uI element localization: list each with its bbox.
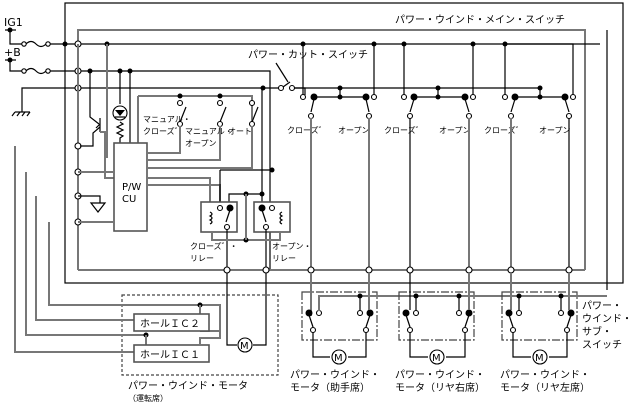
contact-label-close-2: クローズ゛: [384, 125, 424, 135]
auto-label: オート: [228, 127, 252, 136]
manual-open-label-1: マニュアル・: [185, 127, 233, 136]
motor-symbol: M: [432, 353, 441, 364]
open-relay: [253, 201, 291, 233]
main-switch-drops: [307, 30, 608, 290]
motor-symbol: M: [240, 341, 249, 352]
close-relay-label-2: リレー: [190, 254, 214, 263]
contact-label-open-1: オープン: [338, 126, 370, 135]
ig1-label: IG1: [4, 16, 23, 29]
transistor-icon: [80, 71, 115, 179]
motor-icon: [237, 337, 253, 353]
sub-switch-label-3: サブ・: [582, 325, 612, 338]
relay-coil-icon: [279, 211, 284, 225]
sub-switch-rear-left: M: [501, 273, 578, 365]
driver-motor-assembly: ホールＩＣ２ ホールＩＣ１ M: [14, 146, 279, 376]
driver-motor-label-1: パワー・ウインド・モータ: [128, 380, 248, 392]
ground-line: [11, 84, 282, 117]
main-switch-contacts: [299, 41, 577, 120]
manual-open-label-2: オープン: [185, 139, 217, 148]
hall-ic1-box: [133, 344, 210, 363]
open-relay-label-1: オープン・: [272, 242, 312, 251]
motor-icon: [532, 349, 548, 365]
sub-switch-label-4: スイッチ: [582, 339, 622, 351]
sub-switch-rear-right: M: [398, 273, 475, 365]
plus-b-label: +B: [4, 46, 21, 59]
sub-switch-passenger: M: [301, 273, 607, 365]
motor-passenger-label-1: パワー・ウインド・: [290, 369, 380, 381]
sub-switch-label-1: パワー・: [582, 300, 622, 312]
motor-rear-right-label-1: パワー・ウインド・: [395, 369, 485, 381]
motor-symbol: M: [334, 353, 343, 364]
driver-motor-label-2: （運転席）: [128, 393, 168, 403]
power-cut-switch: [275, 62, 306, 95]
close-relay-label-1: クローズ゛・: [190, 241, 238, 251]
auto-switch: [148, 99, 259, 169]
ground-triangle-icon: [89, 202, 107, 213]
main-switch-frame: [77, 29, 586, 270]
pwcu-box: [113, 142, 148, 232]
motor-rear-left-label-1: パワー・ウインド・: [500, 369, 590, 381]
motor-symbol: M: [535, 353, 544, 364]
motor-rear-left-label-2: モータ（リヤ左席）: [500, 381, 590, 394]
manual-open-switch: [148, 93, 227, 161]
fuse-icon: [25, 67, 47, 75]
hall-ic1-label: ホールＩＣ１: [140, 349, 200, 361]
motor-icon: [331, 349, 347, 365]
hall-ic2-box: [133, 313, 210, 332]
hall-ic2-label: ホールＩＣ２: [140, 318, 200, 330]
contact-label-open-3: オープン: [539, 126, 571, 135]
open-relay-label-2: リレー: [272, 254, 296, 263]
contact-label-close-3: クローズ゛: [484, 125, 524, 135]
pwcu-label-1: P/W: [122, 182, 141, 193]
motor-passenger-label-2: モータ（助手席）: [290, 381, 370, 394]
manual-close-switch: [148, 93, 187, 154]
pwcu-label-2: CU: [122, 194, 136, 205]
contact-label-open-2: オープン: [439, 126, 471, 135]
cut-switch-label: パワー・カット・スイッチ: [248, 49, 368, 61]
manual-close-label-1: マニュアル・: [143, 115, 191, 124]
motor-rear-right-label-2: モータ（リヤ右席）: [395, 381, 485, 394]
led-icon: [112, 71, 128, 145]
contact-label-close-1: クローズ゛: [287, 125, 327, 135]
outer-frame-wire: [64, 2, 624, 284]
manual-close-label-2: クローズ゛: [143, 126, 183, 136]
motor-icon: [429, 349, 445, 365]
relay-coil-icon: [208, 211, 213, 225]
main-switch-label: パワー・ウインド・メイン・スイッチ: [395, 14, 565, 26]
fuse-icon: [25, 40, 47, 48]
resistor-icon: [115, 121, 125, 145]
sub-switch-label-2: ウインド・: [582, 313, 632, 325]
